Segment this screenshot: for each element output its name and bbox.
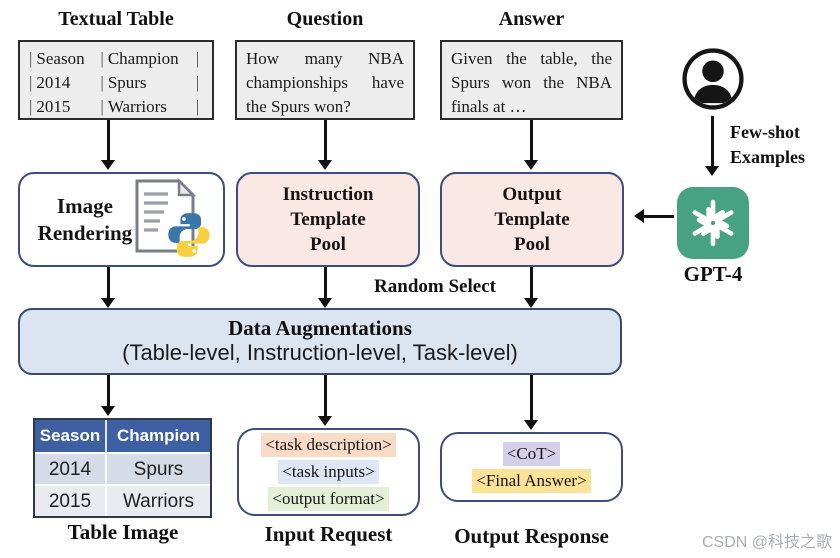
data-augmentations-title: Data Augmentations: [228, 316, 412, 341]
table-image-header-season: Season: [35, 420, 107, 452]
cell-2015: 2015: [36, 97, 71, 116]
instruction-pool-line2: Template: [290, 208, 366, 230]
input-request-box: <task description> <task inputs> <output…: [237, 428, 420, 516]
image-rendering-line2: Rendering: [37, 220, 133, 245]
table-image-cell-spurs: Spurs: [107, 452, 210, 484]
pipe-glyph: |: [195, 97, 200, 116]
instruction-pool-line1: Instruction: [282, 183, 374, 205]
question-box: How many NBA championships have the Spur…: [235, 40, 415, 120]
random-select-label: Random Select: [374, 276, 496, 297]
output-template-pool-box: Output Template Pool: [440, 172, 624, 267]
few-shot-line2: Examples: [730, 147, 806, 168]
arrow-augmentation-to-input-request: [318, 375, 332, 426]
arrow-augmentation-to-table-image: [101, 375, 115, 416]
question-heading: Question: [286, 8, 364, 30]
data-augmentations-box: Data Augmentations (Table-level, Instruc…: [18, 308, 622, 375]
pipe-glyph: |: [100, 49, 104, 68]
pipe-glyph: |: [100, 73, 104, 92]
arrow-instruction-pool-to-augmentation: [318, 267, 332, 308]
final-answer-tag: <Final Answer>: [472, 468, 591, 493]
output-response-box: <CoT> <Final Answer>: [440, 432, 623, 502]
arrow-gpt-to-output-pool: [634, 209, 674, 223]
output-format-tag: <output format>: [268, 487, 389, 511]
table-image-cell-2015: 2015: [35, 484, 107, 516]
answer-box: Given the table, the Spurs won the NBA f…: [440, 40, 623, 120]
arrow-answer-to-output-pool: [524, 120, 538, 170]
textual-table-row: |Season|Champion|: [29, 47, 203, 71]
table-image-header-row: Season Champion: [35, 420, 210, 452]
cell-spurs: Spurs: [107, 73, 147, 92]
document-icon: [134, 177, 211, 262]
answer-text: Given the table, the Spurs won the NBA f…: [451, 49, 612, 116]
instruction-template-pool-box: Instruction Template Pool: [236, 172, 420, 267]
cell-champion-header: Champion: [107, 49, 179, 68]
question-text: How many NBA championships have the Spur…: [246, 49, 404, 116]
cot-tag: <CoT>: [502, 441, 561, 466]
output-pool-line1: Output: [502, 183, 562, 205]
pipe-glyph: |: [195, 73, 200, 92]
instruction-pool-line3: Pool: [310, 234, 346, 256]
user-icon: [682, 48, 744, 115]
output-pool-line2: Template: [494, 208, 570, 230]
task-description-tag: <task description>: [261, 433, 396, 457]
arrow-output-pool-to-augmentation: [524, 267, 538, 308]
table-image-row: 2015 Warriors: [35, 484, 210, 516]
image-rendering-label: Image Rendering: [36, 193, 134, 246]
pipe-glyph: |: [195, 49, 200, 68]
cell-2014: 2014: [36, 73, 71, 92]
pipe-glyph: |: [100, 97, 104, 116]
textual-table-row: |2014|Spurs|: [29, 71, 203, 95]
python-icon: [168, 212, 210, 257]
table-image-cell-warriors: Warriors: [107, 484, 210, 516]
cell-warriors: Warriors: [107, 97, 167, 116]
arrow-question-to-instruction-pool: [318, 120, 332, 170]
answer-heading: Answer: [498, 8, 565, 30]
table-image: Season Champion 2014 Spurs 2015 Warriors: [33, 418, 212, 518]
pipe-glyph: |: [29, 73, 33, 92]
few-shot-line1: Few-shot: [730, 122, 800, 142]
few-shot-label: Few-shot Examples: [730, 120, 805, 170]
table-image-header-champion: Champion: [107, 420, 210, 452]
gpt4-label: GPT-4: [683, 262, 743, 286]
arrow-rendering-to-augmentation: [101, 267, 115, 308]
input-request-label: Input Request: [264, 522, 393, 546]
textual-table-box: |Season|Champion| |2014|Spurs| |2015|War…: [18, 40, 214, 120]
arrow-user-to-gpt: [705, 116, 719, 176]
table-image-label: Table Image: [67, 520, 179, 544]
csdn-watermark: CSDN @科技之歌: [701, 534, 832, 551]
table-image-cell-2014: 2014: [35, 452, 107, 484]
image-rendering-box: Image Rendering: [18, 172, 225, 267]
arrow-augmentation-to-output-response: [524, 375, 538, 430]
output-response-label: Output Response: [454, 524, 609, 548]
instruction-template-pool-label: Instruction Template Pool: [283, 182, 374, 257]
textual-table-heading: Textual Table: [58, 8, 174, 30]
table-image-row: 2014 Spurs: [35, 452, 210, 484]
openai-icon: [677, 187, 749, 259]
pipe-glyph: |: [29, 97, 33, 116]
arrow-table-to-rendering: [101, 120, 115, 170]
output-pool-line3: Pool: [514, 234, 550, 256]
task-inputs-tag: <task inputs>: [278, 460, 379, 484]
image-rendering-line1: Image: [56, 194, 113, 219]
textual-table-row: |2015|Warriors|: [29, 95, 203, 119]
data-augmentations-subtitle: (Table-level, Instruction-level, Task-le…: [122, 340, 518, 366]
output-template-pool-label: Output Template Pool: [494, 182, 569, 257]
pipe-glyph: |: [29, 49, 33, 68]
cell-season-header: Season: [36, 49, 85, 68]
